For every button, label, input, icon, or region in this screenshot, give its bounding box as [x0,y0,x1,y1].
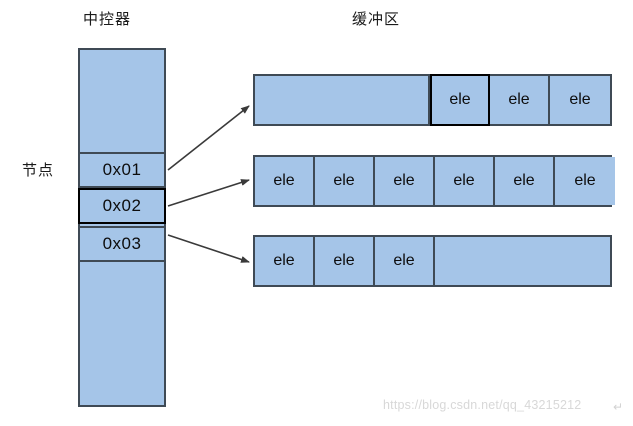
buffer-row-3-empty-region [435,237,610,285]
buffer-row-1-empty-region [255,76,430,124]
address-cell-0x01[interactable]: 0x01 [78,152,166,188]
buffer-row-3-element-cell: ele [375,237,435,285]
buffer-row-3-element-cell: ele [315,237,375,285]
buffer-row-1-element-cell: ele [430,74,490,126]
node-label: 节点 [22,162,55,179]
buffer-row-1-element-cell: ele [490,76,550,124]
buffer-row-2-element-cell: ele [435,157,495,205]
buffer-row-2-element-cell: ele [255,157,315,205]
buffer-row-2-element-cell: ele [555,157,615,205]
buffer-row-2-element-cell: ele [495,157,555,205]
address-cell-0x02[interactable]: 0x02 [78,188,166,224]
watermark-text: https://blog.csdn.net/qq_43215212 [383,398,582,412]
address-cell-0x03[interactable]: 0x03 [78,226,166,262]
watermark-return-mark: ↵ [613,400,624,414]
arrow-addr2-to-row2 [167,179,250,207]
arrow-addr3-to-row3 [167,234,250,263]
controller-title: 中控器 [83,11,132,28]
arrow-addr1-to-row1 [167,105,250,171]
buffer-row-1-element-cell: ele [550,76,610,124]
buffer-row-2-element-cell: ele [375,157,435,205]
buffer-row-3-element-cell: ele [255,237,315,285]
buffer-row-2-element-cell: ele [315,157,375,205]
buffer-title: 缓冲区 [352,11,401,28]
